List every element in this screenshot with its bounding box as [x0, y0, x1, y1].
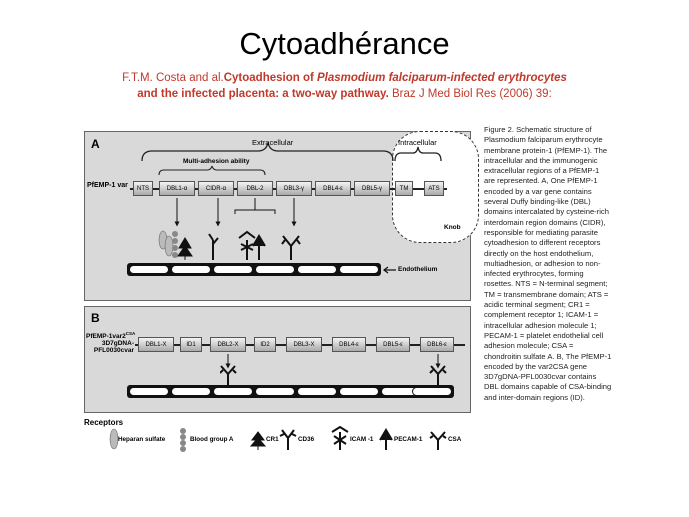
endothelial-cell	[339, 265, 379, 274]
citation-line-2: and the infected placenta: a two-way pat…	[30, 86, 659, 102]
legend-heparan-sulfate: Heparan sulfate	[118, 436, 166, 443]
receptors-legend-title: Receptors	[84, 418, 124, 427]
domain-dbl4-epsilon: DBL4-ε	[315, 181, 351, 196]
citation-journal: Braz J Med Biol Res (2006) 39:	[388, 88, 552, 100]
endothelial-cell	[171, 265, 211, 274]
extracellular-label: Extracellular	[252, 138, 294, 147]
panel-b-csa-binding	[220, 354, 447, 386]
domain-ats: ATS	[424, 181, 444, 196]
endothelial-cell	[255, 265, 295, 274]
legend-pecam-1: PECAM-1	[394, 436, 423, 443]
endothelial-cell	[129, 265, 169, 274]
domain-dbl1-alpha: DBL1-α	[159, 181, 195, 196]
domain-b-dbl1-x: DBL1-X	[138, 337, 174, 352]
slide-title: Cytoadhérance	[239, 26, 450, 61]
legend-icam-1: ICAM -1	[350, 436, 374, 443]
citation-line-1: F.T.M. Costa and al.Cytoadhesion of Plas…	[30, 70, 659, 86]
endothelium-label: Endothelium	[398, 266, 438, 273]
multi-adhesion-label: Multi-adhesion ability	[183, 158, 250, 165]
endothelial-cell	[213, 265, 253, 274]
intracellular-label: Intracellular	[398, 138, 437, 147]
legend-blood-group-a: Blood group A	[190, 436, 234, 443]
endothelial-cell	[412, 387, 452, 396]
citation-authors: F.T.M. Costa and al.	[122, 72, 224, 84]
panel-a-label: A	[91, 137, 100, 151]
endothelial-cell	[297, 387, 337, 396]
endothelial-cell	[339, 387, 379, 396]
multi-adhesion-bracket	[158, 165, 266, 176]
panel-a-receptors	[158, 230, 301, 260]
domain-b-id1: ID1	[180, 337, 202, 352]
var2csa-gene-id: PFL0030cvar	[93, 347, 134, 355]
var2csa-gene: 3D7gDNA-	[101, 340, 134, 348]
domain-cidr-alpha: CIDR-α	[198, 181, 234, 196]
legend-csa: CSA	[448, 436, 462, 443]
endothelial-cell	[297, 265, 337, 274]
domain-b-dbl5-epsilon: DBL5-ε	[376, 337, 410, 352]
endothelium-arrow	[383, 266, 396, 274]
legend-cd36: CD36	[298, 436, 315, 443]
receptors-legend-icons	[109, 426, 447, 452]
intracellular-bracket	[394, 146, 442, 162]
figure-caption: Figure 2. Schematic structure of Plasmod…	[484, 125, 612, 402]
domain-b-dbl2-x: DBL2-X	[210, 337, 246, 352]
citation-title-part1: Cytoadhesion of	[223, 72, 317, 84]
panel-b-label: B	[91, 311, 100, 325]
knob-label: Knob	[444, 224, 461, 231]
domain-b-dbl6-epsilon: DBL6-ε	[420, 337, 454, 352]
domain-tm: TM	[395, 181, 413, 196]
var2csa-superscript: CSA	[125, 331, 136, 336]
citation-title-part2: and the infected placenta: a two-way pat…	[137, 88, 389, 100]
var2csa-label: PfEMP-1var2CSA 3D7gDNA-PFL0030cvar	[86, 330, 136, 355]
domain-dbl3-gamma: DBL3-γ	[276, 181, 312, 196]
domain-b-dbl3-x: DBL3-X	[286, 337, 322, 352]
endothelial-cell	[213, 387, 253, 396]
endothelial-cell	[129, 387, 169, 396]
domain-b-id2: ID2	[254, 337, 276, 352]
legend-cr1: CR1	[266, 436, 279, 443]
endothelial-cell	[171, 387, 211, 396]
citation-title-italic: Plasmodium falciparum-infected erythrocy…	[317, 72, 567, 84]
binding-arrows-a	[174, 198, 297, 227]
endothelial-cell	[255, 387, 295, 396]
domain-b-dbl4-epsilon: DBL4-ε	[332, 337, 366, 352]
extracellular-bracket	[141, 142, 394, 162]
var2csa-name: PfEMP-1var2	[86, 333, 126, 341]
pfemp1-var-label: PfEMP-1 var	[87, 182, 128, 189]
domain-nts: NTS	[133, 181, 153, 196]
domain-dbl-2: DBL-2	[237, 181, 273, 196]
domain-dbl5-gamma: DBL5-γ	[354, 181, 390, 196]
